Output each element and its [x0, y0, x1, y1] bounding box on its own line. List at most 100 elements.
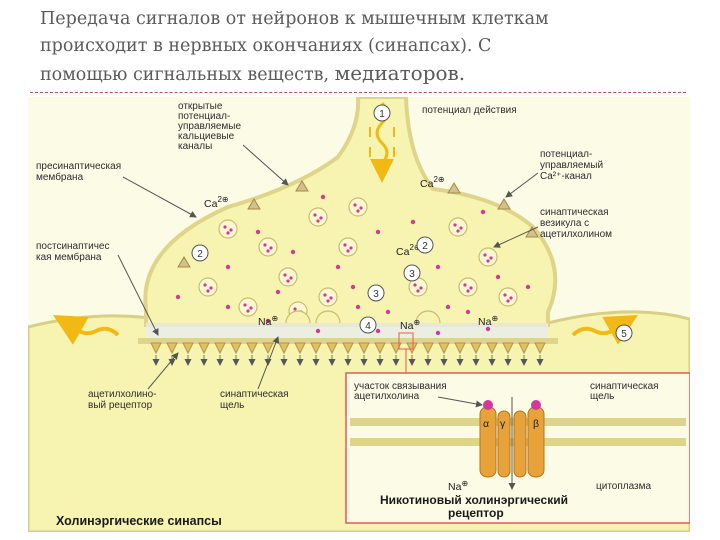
- vesicle: [308, 207, 328, 227]
- vesicle-ach: [509, 296, 513, 300]
- vesicle: [338, 237, 358, 257]
- vesicle-ach: [283, 273, 287, 277]
- label-cytoplasm: цитоплазма: [596, 481, 652, 492]
- label-action-potential: потенциал действия: [422, 105, 517, 116]
- vesicle-ach: [269, 246, 273, 250]
- text-line-1: Передача сигналов от нейронов к мышечным…: [40, 9, 549, 29]
- vesicle-ach: [463, 283, 467, 287]
- vesicle-ach: [209, 286, 213, 290]
- svg-text:кая мембрана: кая мембрана: [36, 251, 102, 263]
- subunit-beta: β: [533, 418, 539, 430]
- vesicle-ach: [249, 306, 253, 310]
- label-inset-cleft: синаптическая щель: [590, 381, 659, 402]
- receptor: [294, 342, 306, 355]
- receptor: [326, 342, 338, 355]
- ca-ion-left: Ca2⊕: [204, 195, 229, 210]
- label-binding-site: участок связывания ацетилхолина: [354, 381, 447, 402]
- svg-text:мембрана: мембрана: [36, 171, 84, 183]
- svg-text:щель: щель: [590, 391, 614, 402]
- fused-vesicle: [285, 310, 311, 324]
- acetylcholine-molecule: [435, 330, 441, 336]
- receptor: [246, 342, 258, 355]
- text-line-3: помощью сигнальных веществ, медиаторов.: [40, 60, 700, 89]
- vesicle-ach: [489, 256, 493, 260]
- vesicle-ach: [416, 289, 420, 293]
- spread-arrow-right: [571, 315, 638, 345]
- acetylcholine-molecule: [290, 249, 296, 255]
- na-ion-left: Na⊕: [258, 314, 278, 328]
- receptor: [406, 342, 418, 355]
- step-3a: 3: [373, 289, 379, 300]
- vesicle-ach: [263, 243, 267, 247]
- receptor: [502, 342, 514, 355]
- svg-text:кальциевые: кальциевые: [178, 131, 235, 142]
- vesicle-ach: [246, 309, 250, 313]
- vesicle-ach: [223, 225, 227, 229]
- svg-text:синаптическая: синаптическая: [220, 389, 289, 400]
- ca-channels: [177, 180, 539, 268]
- acetylcholine-molecule: [225, 264, 231, 270]
- vesicle: [498, 287, 518, 307]
- vesicle: [238, 297, 258, 317]
- receptor: [310, 342, 322, 355]
- step-2a: 2: [197, 249, 203, 260]
- acetylcholine-molecule: [525, 284, 531, 290]
- acetylcholine-molecule: [225, 304, 231, 310]
- ach-bound-right: [531, 400, 541, 410]
- dashed-divider: [30, 92, 686, 93]
- receptor: [278, 342, 290, 355]
- vesicle: [458, 277, 478, 297]
- subunit-alpha: α: [483, 418, 489, 430]
- vesicle-ach: [319, 216, 323, 220]
- svg-text:потенциал-: потенциал-: [540, 149, 592, 160]
- vesicle-ach: [203, 283, 207, 287]
- receptor: [262, 342, 274, 355]
- synaptic-cleft: [146, 323, 548, 339]
- vesicle-ach: [456, 229, 460, 233]
- vesicle: [218, 219, 238, 239]
- step-2b: 2: [422, 241, 428, 252]
- acetylcholine-molecule: [175, 294, 181, 300]
- acetylcholine-molecule: [465, 309, 471, 315]
- acetylcholine-molecule: [355, 304, 361, 310]
- step-5: 5: [621, 329, 627, 340]
- vesicle: [258, 237, 278, 257]
- receptor: [214, 342, 226, 355]
- receptor: [182, 342, 194, 355]
- svg-text:открытые: открытые: [178, 101, 223, 112]
- svg-text:ацетилхолином: ацетилхолином: [540, 229, 612, 240]
- receptor: [166, 342, 178, 355]
- svg-text:каналы: каналы: [178, 141, 212, 152]
- axon-dashes: [369, 127, 395, 157]
- vesicle-ach: [226, 231, 230, 235]
- slide-text: Передача сигналов от нейронов к мышечным…: [40, 6, 700, 89]
- svg-text:ацетилхолино-: ацетилхолино-: [88, 389, 156, 400]
- mediators-term: медиаторов.: [334, 61, 466, 85]
- acetylcholine-molecule: [315, 328, 321, 334]
- text-line-2: происходит в нервных окончаниях (синапса…: [40, 36, 492, 56]
- receptor: [358, 342, 370, 355]
- acetylcholine-molecule: [265, 318, 271, 324]
- vesicle-ach: [419, 286, 423, 290]
- text-line-3-start: помощью сигнальных веществ,: [40, 65, 335, 85]
- svg-text:потенциал-: потенциал-: [178, 111, 230, 122]
- receptor: [454, 342, 466, 355]
- vesicle-ach: [453, 223, 457, 227]
- acetylcholine-molecule: [320, 194, 326, 200]
- label-voltage-channel: потенциал- управляемый Ca²⁺-канал: [540, 149, 603, 182]
- svg-text:управляемые: управляемые: [178, 121, 241, 132]
- vesicle-ach: [343, 243, 347, 247]
- vesicle: [478, 247, 498, 267]
- vesicle-ach: [229, 228, 233, 232]
- svg-text:щель: щель: [220, 400, 244, 411]
- acetylcholine-molecule: [255, 229, 261, 235]
- step-4: 4: [365, 321, 371, 332]
- vesicle: [318, 287, 338, 307]
- vesicle-ach: [266, 249, 270, 253]
- vesicle-ach: [289, 276, 293, 280]
- synapse-diagram: Ca2⊕ Ca2⊕ Ca2⊕ Na⊕ Na⊕ Na⊕ 1 2 2 3 3 4 5…: [28, 97, 690, 532]
- na-ion-center: Na⊕: [400, 318, 420, 332]
- ca-ion-right: Ca2⊕: [420, 175, 445, 190]
- label-vesicle: синаптическая везикула с ацетилхолином: [540, 207, 612, 240]
- nicotinic-receptor-shape: [479, 406, 545, 478]
